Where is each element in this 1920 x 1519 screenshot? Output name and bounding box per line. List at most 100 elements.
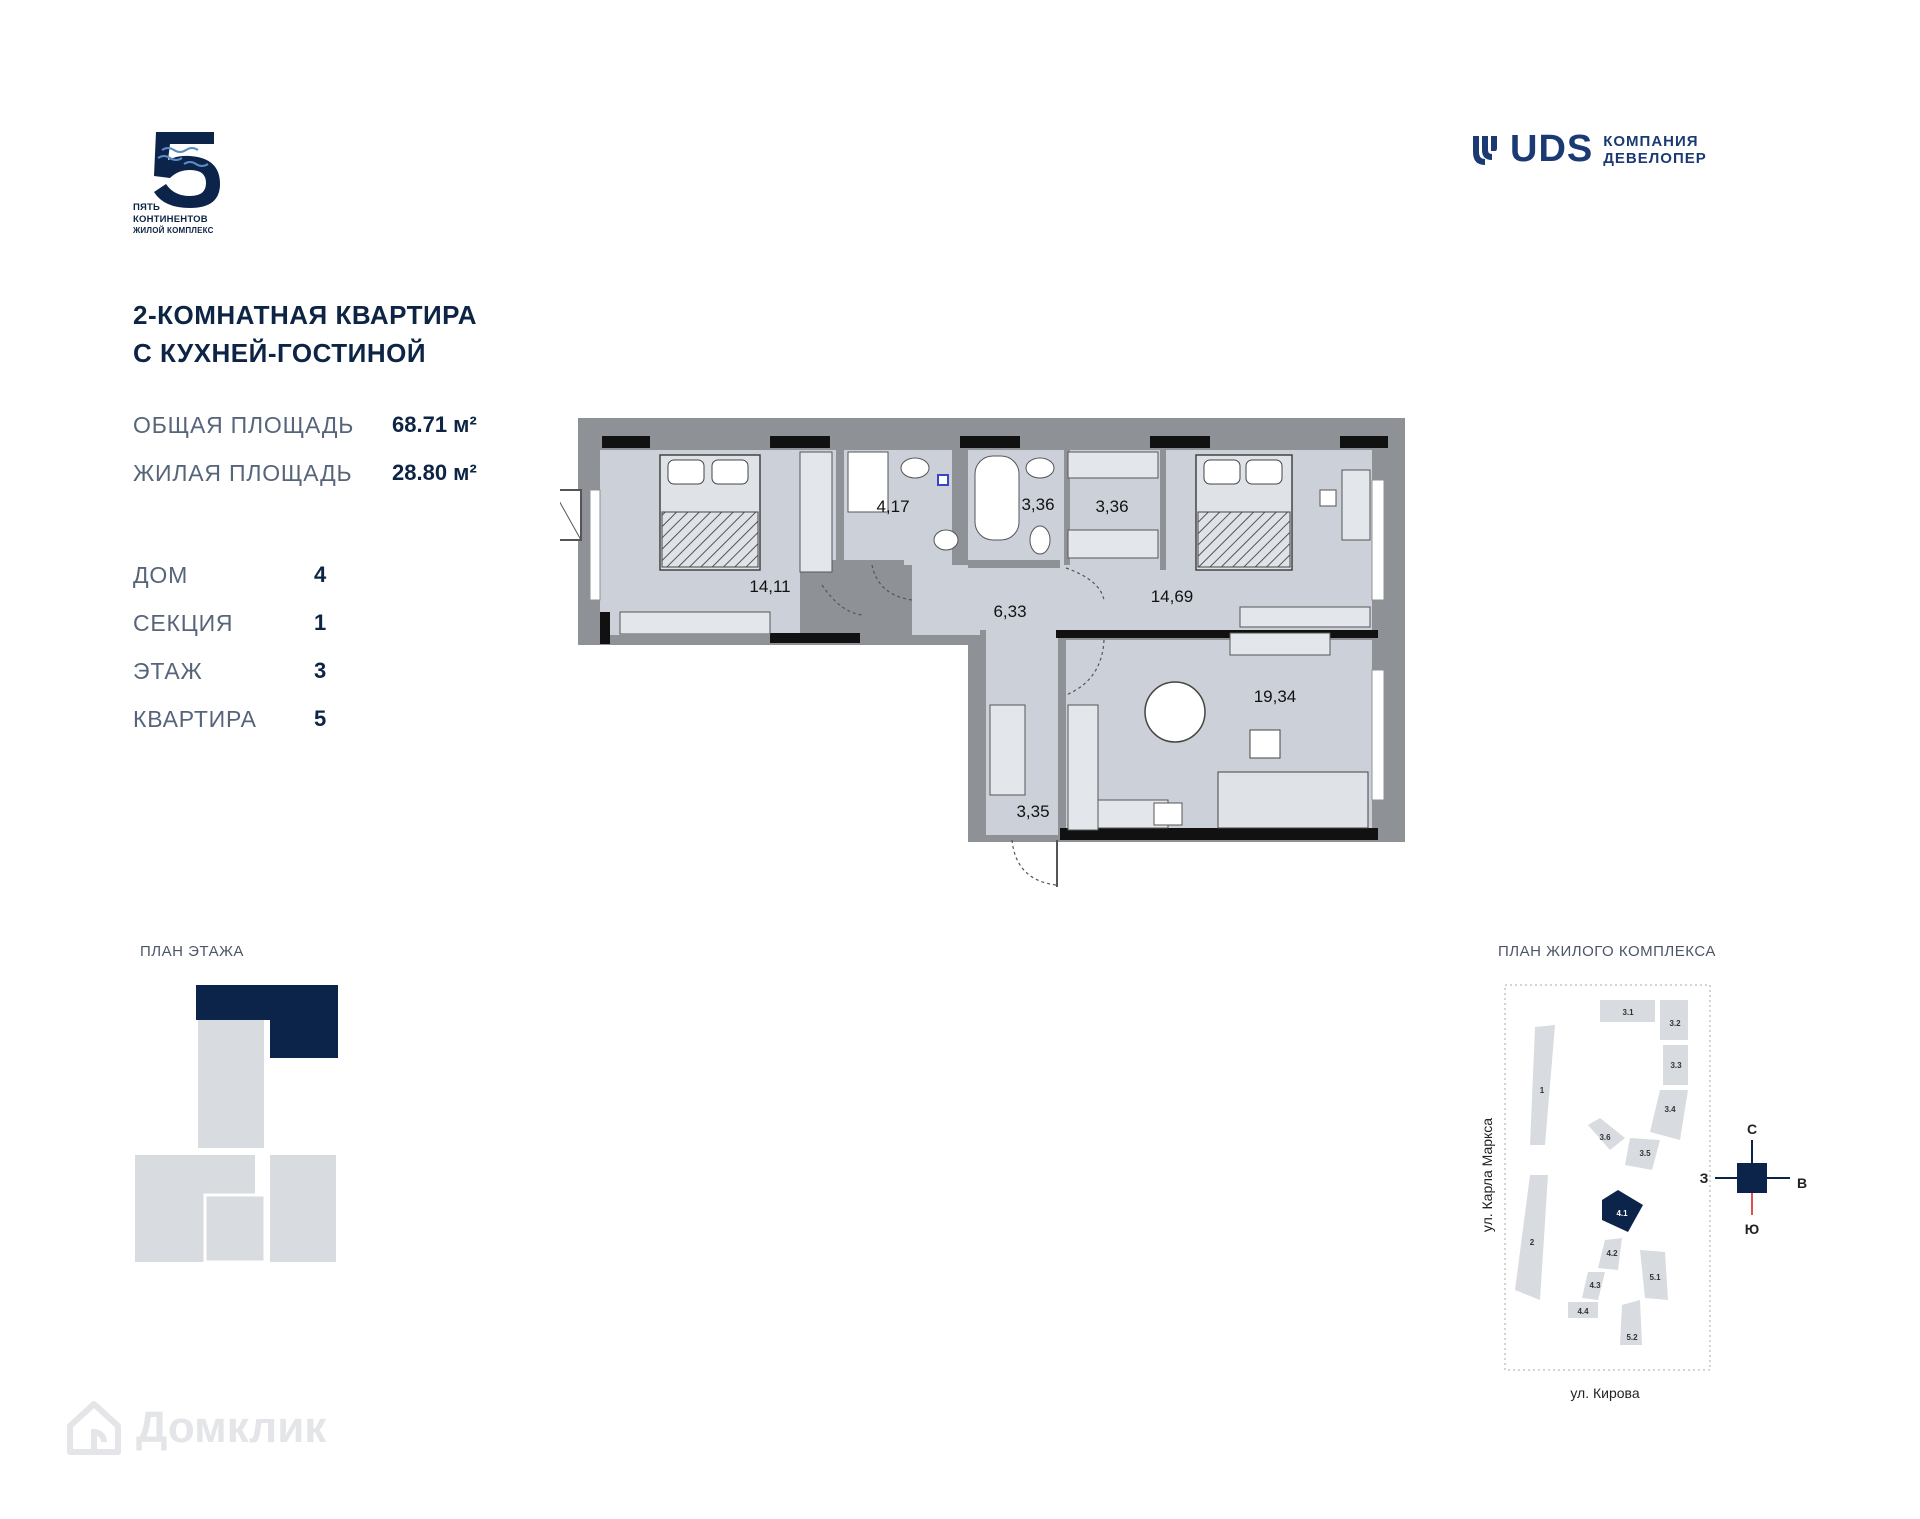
- total-area-label: ОБЩАЯ ПЛОЩАДЬ: [133, 412, 355, 438]
- window-lintel: [1150, 436, 1210, 448]
- logo-line-3: ЖИЛОЙ КОМПЛЕКС: [133, 226, 214, 235]
- interior-wall: [968, 560, 1060, 568]
- interior-wall: [842, 560, 904, 568]
- door-arc: [1065, 567, 1105, 601]
- area-label-bathroom-1: 4,17: [876, 497, 909, 516]
- bed-cover: [1197, 511, 1291, 568]
- area-label-bedroom-1: 14,11: [749, 577, 790, 596]
- developer-logo: UDS КОМПАНИЯ ДЕВЕЛОПЕР: [1470, 128, 1707, 171]
- detail-label-section: СЕКЦИЯ: [133, 610, 234, 636]
- dresser: [1239, 606, 1371, 628]
- compass-north: С: [1747, 1121, 1757, 1137]
- kitchen-counter: [1067, 704, 1099, 831]
- building-label: 5.1: [1649, 1273, 1661, 1282]
- detail-label-apartment: КВАРТИРА: [133, 706, 257, 732]
- site-plan: 3.1 3.2 3.3 3.4 3.5 3.6 1 2 4.1 4.2 4.3 …: [1479, 984, 1807, 1401]
- pillow: [1245, 459, 1283, 485]
- uds-mark-icon: [1473, 135, 1497, 165]
- living-area-label: ЖИЛАЯ ПЛОЩАДЬ: [133, 460, 353, 486]
- sink: [1025, 457, 1055, 479]
- area-label-hallway: 6,33: [993, 602, 1026, 621]
- building-3-2: [1660, 1000, 1688, 1040]
- wardrobe: [1067, 451, 1159, 479]
- area-label-wardrobe: 3,36: [1095, 497, 1128, 516]
- detail-value-floor: 3: [314, 658, 327, 683]
- building-3-5: [1625, 1138, 1660, 1170]
- door-arc: [1011, 839, 1057, 886]
- house-icon: [67, 1401, 121, 1455]
- building-5-1: [1640, 1250, 1668, 1300]
- street-label-bottom: ул. Кирова: [1570, 1385, 1639, 1401]
- building-label: 4.4: [1577, 1307, 1589, 1316]
- wall-black: [1056, 630, 1378, 638]
- street-label-left: ул. Карла Маркса: [1479, 1118, 1495, 1232]
- building-3-6: [1588, 1118, 1625, 1150]
- floor-block-selected: [270, 1020, 338, 1058]
- building-label: 1: [1540, 1086, 1545, 1095]
- complex-logo: 5: [128, 128, 238, 238]
- toilet: [1029, 525, 1051, 555]
- floor-plan-caption: ПЛАН ЭТАЖА: [140, 943, 244, 960]
- wall-black: [770, 633, 860, 643]
- pillow: [667, 459, 705, 485]
- shower: [847, 451, 889, 513]
- interior-wall: [1160, 450, 1166, 570]
- detail-value-apartment: 5: [314, 706, 327, 731]
- apartment-title-line-2: С КУХНЕЙ-ГОСТИНОЙ: [133, 338, 427, 368]
- wall-black: [1362, 630, 1372, 638]
- building-label: 4.3: [1589, 1281, 1601, 1290]
- logo-line-2: КОНТИНЕНТОВ: [133, 214, 208, 225]
- bed-cover: [661, 511, 759, 568]
- building-4-1: [1602, 1190, 1643, 1232]
- sofa: [1217, 771, 1369, 829]
- toilet: [933, 529, 959, 551]
- building-4-3: [1582, 1272, 1605, 1300]
- five-logo-icon: 5: [154, 132, 220, 208]
- wardrobe: [799, 451, 833, 573]
- window: [589, 489, 601, 601]
- detail-label-floor: ЭТАЖ: [133, 658, 203, 684]
- interior-wall: [836, 450, 844, 565]
- pillow: [1203, 459, 1241, 485]
- interior-wall: [1064, 450, 1070, 565]
- detail-label-house: ДОМ: [133, 562, 189, 588]
- watermark-text: Домклик: [136, 1403, 327, 1452]
- stove: [1153, 802, 1183, 826]
- interior-wall: [1058, 630, 1066, 840]
- wardrobe: [1067, 529, 1159, 559]
- detail-value-house: 4: [314, 562, 327, 587]
- building-label: 3.3: [1670, 1061, 1682, 1070]
- uds-word: UDS: [1510, 128, 1594, 170]
- window: [1371, 669, 1385, 801]
- window-lintel: [602, 436, 650, 448]
- chair: [1319, 489, 1337, 507]
- sink: [900, 457, 930, 479]
- pillow: [711, 459, 749, 485]
- building-3-3: [1663, 1045, 1688, 1085]
- site-plan-caption: ПЛАН ЖИЛОГО КОМПЛЕКСА: [1498, 943, 1716, 960]
- total-area-value: 68.71 м²: [392, 412, 477, 437]
- area-label-kitchen-living: 19,34: [1254, 687, 1297, 706]
- wardrobe: [989, 704, 1026, 796]
- dresser: [619, 611, 771, 635]
- building-label: 3.6: [1599, 1133, 1611, 1142]
- logo-line-1: ПЯТЬ: [133, 202, 161, 213]
- balcony-box-line: [560, 501, 582, 541]
- bathtub: [974, 455, 1020, 541]
- building-3-4: [1650, 1090, 1688, 1140]
- detail-value-section: 1: [314, 610, 327, 635]
- building-4-4: [1568, 1302, 1598, 1318]
- area-label-bedroom-2: 14,69: [1151, 587, 1194, 606]
- building-label: 3.2: [1669, 1019, 1681, 1028]
- floor-block: [203, 1193, 267, 1264]
- apartment-title-line-1: 2-КОМНАТНАЯ КВАРТИРА: [133, 300, 478, 330]
- compass-icon: С Ю З В: [1700, 1121, 1807, 1237]
- coffee-table: [1249, 729, 1281, 759]
- window: [1371, 479, 1385, 601]
- building-label: 3.4: [1664, 1105, 1676, 1114]
- floor-plan-mini: [135, 985, 338, 1264]
- building-label: 3.5: [1639, 1149, 1651, 1158]
- wall-black: [1060, 828, 1378, 840]
- door-arc: [1065, 639, 1105, 696]
- building-3-1: [1600, 1000, 1655, 1022]
